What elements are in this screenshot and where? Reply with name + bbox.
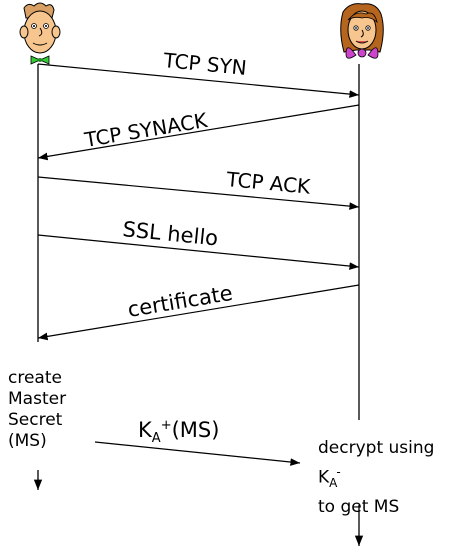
client-note-line: Secret: [8, 410, 63, 430]
tcp-ack-arrow: [37, 176, 360, 210]
tcp-synack-label: TCP SYNACK: [82, 108, 210, 152]
tcp-syn-arrow: [37, 63, 360, 98]
server-note: decrypt using KA- to get MS: [318, 436, 434, 519]
server-note-key-sub: A: [329, 476, 338, 491]
key-exchange-label-arg: (MS): [172, 418, 220, 442]
ssl-hello-label: SSL hello: [122, 217, 220, 250]
server-note-key: KA-: [318, 460, 434, 495]
server-note-line1: decrypt using: [318, 438, 435, 458]
tcp-syn-label: TCP SYN: [162, 48, 248, 80]
server-note-key-sup: -: [336, 465, 341, 479]
server-note-line3: to get MS: [318, 497, 400, 518]
key-exchange-label-sub: A: [152, 431, 161, 446]
tcp-ack-label: TCP ACK: [225, 167, 313, 199]
key-exchange-label-base: K: [138, 418, 153, 442]
server-note-key-base: K: [318, 467, 330, 488]
ssl-hello-arrow: [37, 234, 360, 270]
client-person-icon: [19, 2, 61, 65]
client-note: create Master Secret (MS): [8, 368, 66, 452]
key-exchange-arrow: [94, 441, 301, 466]
client-note-line: Master: [8, 389, 67, 409]
key-exchange-label: KA+(MS): [138, 418, 219, 446]
certificate-label: certificate: [126, 281, 234, 322]
server-person-icon: [340, 3, 384, 59]
tcp-synack-arrow: [37, 104, 360, 161]
client-note-line: (MS): [8, 431, 47, 451]
certificate-arrow: [37, 284, 360, 341]
client-note-line: create: [8, 368, 62, 388]
key-exchange-label-sup: +: [161, 418, 172, 433]
